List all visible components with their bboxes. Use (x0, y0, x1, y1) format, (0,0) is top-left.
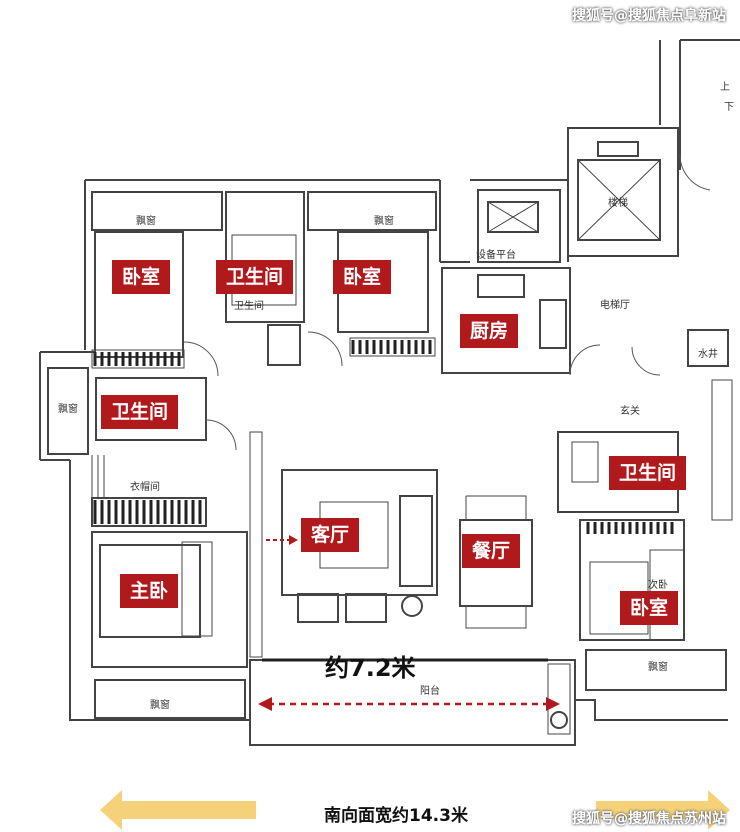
bathroom-small-label: 卫生间 (234, 301, 264, 312)
balcony-label: 阳台 (420, 686, 440, 697)
equipment-platform: 设备平台 (476, 250, 516, 261)
south-face-width-dimension: 南向面宽约14.3米 (324, 806, 468, 826)
bedroom-right-label: 卧室 (620, 591, 679, 625)
stairs-label: 楼梯 (608, 198, 628, 209)
bedroom-top-left-label: 卧室 (112, 260, 171, 294)
bedroom-top-middle-label: 卧室 (333, 260, 392, 294)
bay-window-top-left: 飘窗 (136, 216, 156, 227)
bay-window-bottom-left: 飘窗 (150, 700, 170, 711)
bathroom-left-label: 卫生间 (101, 395, 179, 429)
bay-window-top-middle: 飘窗 (374, 216, 394, 227)
walk-in-closet: 衣帽间 (130, 482, 160, 493)
stair-down-label: 下 (724, 102, 734, 113)
bay-window-bottom-right: 飘窗 (648, 662, 668, 673)
living-room-label: 客厅 (301, 518, 360, 552)
balcony-width-dimension: 约7.2米 (325, 654, 416, 682)
bathroom-top-label: 卫生间 (216, 260, 294, 294)
bathroom-right-label: 卫生间 (609, 456, 687, 490)
master-bedroom-label: 主卧 (120, 574, 179, 608)
elevator-hall: 电梯厅 (600, 300, 630, 311)
bay-window-left: 飘窗 (58, 404, 78, 415)
dining-room-label: 餐厅 (462, 534, 521, 568)
watermark-bottom: 搜狐号@搜狐焦点苏州站 (572, 811, 726, 827)
stair-up-label: 上 (720, 82, 730, 93)
foyer: 玄关 (620, 406, 640, 417)
watermark-top: 搜狐号@搜狐焦点阜新站 (572, 8, 726, 24)
secondary-bedroom: 次卧 (648, 580, 668, 591)
water-shaft: 水井 (698, 349, 718, 360)
kitchen-label: 厨房 (460, 314, 519, 348)
